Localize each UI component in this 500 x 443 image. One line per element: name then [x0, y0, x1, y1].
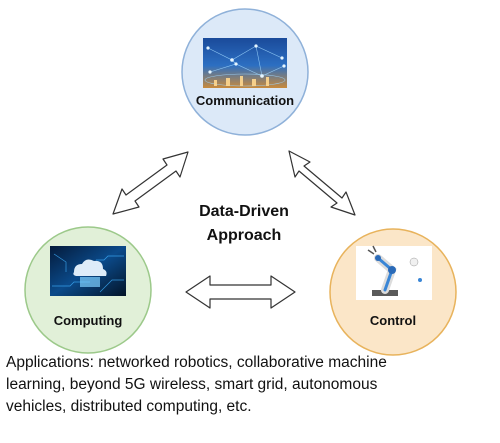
center-title: Data-Driven Approach [199, 203, 289, 244]
computing-cloud-chip-image [50, 246, 126, 296]
node-control: Control [329, 228, 457, 356]
robot-arm-image [356, 245, 432, 300]
communication-network-image [203, 38, 287, 88]
caption-line-3: vehicles, distributed computing, etc. [6, 398, 252, 415]
computing-label: Computing [54, 313, 123, 328]
control-label: Control [370, 313, 416, 328]
arrow-communication-control [288, 150, 356, 216]
center-title-line1: Data-Driven [199, 203, 289, 220]
arrow-computing-control [185, 275, 296, 309]
caption-line-1: Applications: networked robotics, collab… [6, 354, 387, 371]
node-communication: Communication [181, 8, 309, 136]
center-title-line2: Approach [207, 227, 282, 244]
node-computing: Computing [24, 226, 152, 354]
arrow-communication-computing [112, 151, 189, 215]
caption-line-2: learning, beyond 5G wireless, smart grid… [6, 376, 378, 393]
applications-caption: Applications: networked robotics, collab… [6, 352, 496, 418]
communication-label: Communication [196, 93, 294, 108]
